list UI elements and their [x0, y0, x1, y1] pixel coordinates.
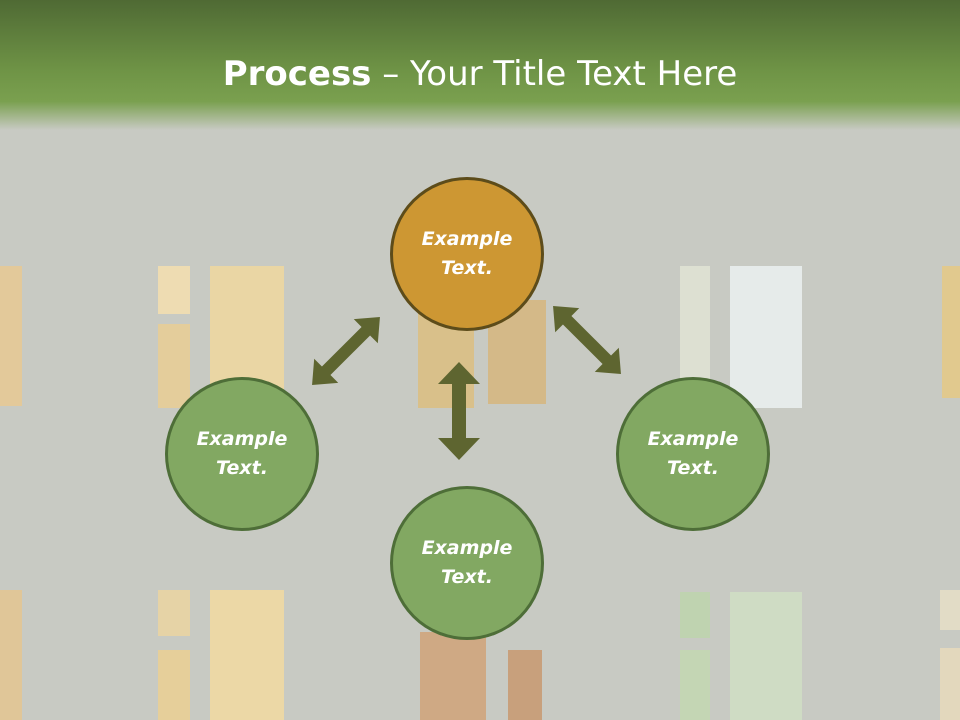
arrow-vertical: [438, 362, 480, 460]
node-bottom-label: Example Text.: [421, 537, 513, 588]
arrow-top-left: [312, 317, 380, 385]
node-right: Example Text.: [616, 377, 770, 531]
node-right-label: Example Text.: [647, 428, 739, 479]
page-title: Process – Your Title Text Here: [0, 52, 960, 96]
arrow-top-right: [553, 306, 621, 374]
title-rest: – Your Title Text Here: [371, 54, 738, 94]
title-bold: Process: [222, 54, 372, 94]
title-banner: [0, 0, 960, 130]
node-bottom: Example Text.: [390, 486, 544, 640]
node-top: Example Text.: [390, 177, 544, 331]
node-left: Example Text.: [165, 377, 319, 531]
node-top-label: Example Text.: [421, 228, 513, 279]
node-left-label: Example Text.: [196, 428, 288, 479]
